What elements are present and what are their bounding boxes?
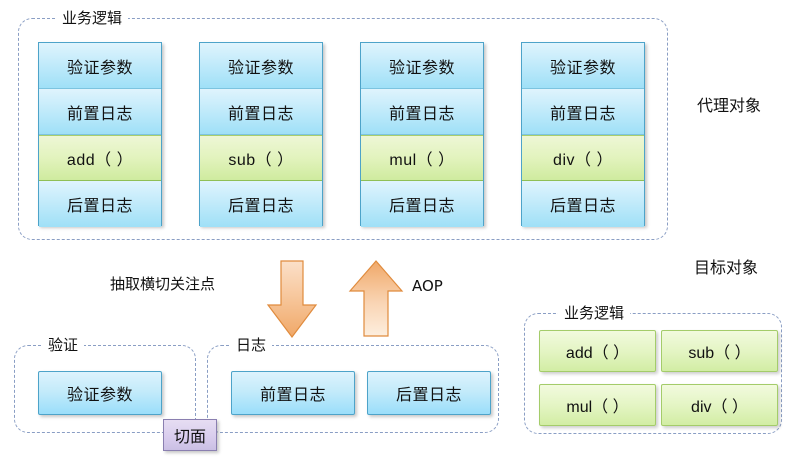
proxy-cell-prelog: 前置日志 bbox=[200, 89, 322, 135]
proxy-column-sub: 验证参数 前置日志 sub（ ） 后置日志 bbox=[199, 42, 323, 227]
proxy-cell-method: div（ ） bbox=[522, 135, 644, 181]
proxy-cell-postlog: 后置日志 bbox=[522, 181, 644, 227]
logging-box-prelog: 前置日志 bbox=[231, 371, 355, 415]
down-arrow bbox=[266, 260, 318, 338]
proxy-cell-prelog: 前置日志 bbox=[361, 89, 483, 135]
validation-group bbox=[14, 345, 196, 433]
proxy-cell-validate: 验证参数 bbox=[39, 43, 161, 89]
target-box-sub: sub（ ） bbox=[661, 330, 778, 372]
proxy-cell-postlog: 后置日志 bbox=[361, 181, 483, 227]
proxy-cell-validate: 验证参数 bbox=[522, 43, 644, 89]
target-box-div: div（ ） bbox=[661, 384, 778, 426]
target-object-title: 目标对象 bbox=[694, 258, 759, 277]
target-box-mul: mul（ ） bbox=[539, 384, 656, 426]
proxy-column-add: 验证参数 前置日志 add（ ） 后置日志 bbox=[38, 42, 162, 227]
proxy-cell-prelog: 前置日志 bbox=[522, 89, 644, 135]
logging-group bbox=[207, 345, 499, 433]
proxy-cell-validate: 验证参数 bbox=[200, 43, 322, 89]
target-box-add: add（ ） bbox=[539, 330, 656, 372]
proxy-column-div: 验证参数 前置日志 div（ ） 后置日志 bbox=[521, 42, 645, 227]
target-object-group bbox=[524, 313, 782, 434]
proxy-cell-method: sub（ ） bbox=[200, 135, 322, 181]
validation-box-params: 验证参数 bbox=[38, 371, 162, 415]
proxy-cell-validate: 验证参数 bbox=[361, 43, 483, 89]
proxy-object-title: 代理对象 bbox=[697, 96, 762, 115]
proxy-cell-postlog: 后置日志 bbox=[200, 181, 322, 227]
logging-box-postlog: 后置日志 bbox=[367, 371, 491, 415]
aspect-badge: 切面 bbox=[163, 419, 217, 451]
proxy-cell-method: add（ ） bbox=[39, 135, 161, 181]
proxy-object-group bbox=[18, 18, 668, 240]
proxy-cell-prelog: 前置日志 bbox=[39, 89, 161, 135]
proxy-group-label: 业务逻辑 bbox=[56, 9, 129, 27]
logging-group-label: 日志 bbox=[230, 336, 273, 354]
proxy-cell-method: mul（ ） bbox=[361, 135, 483, 181]
validation-group-label: 验证 bbox=[42, 336, 85, 354]
aop-label: AOP bbox=[412, 277, 443, 295]
target-group-label: 业务逻辑 bbox=[558, 304, 631, 322]
extract-crosscutting-label: 抽取横切关注点 bbox=[110, 275, 216, 293]
proxy-column-mul: 验证参数 前置日志 mul（ ） 后置日志 bbox=[360, 42, 484, 227]
proxy-cell-postlog: 后置日志 bbox=[39, 181, 161, 227]
up-arrow bbox=[348, 260, 404, 337]
